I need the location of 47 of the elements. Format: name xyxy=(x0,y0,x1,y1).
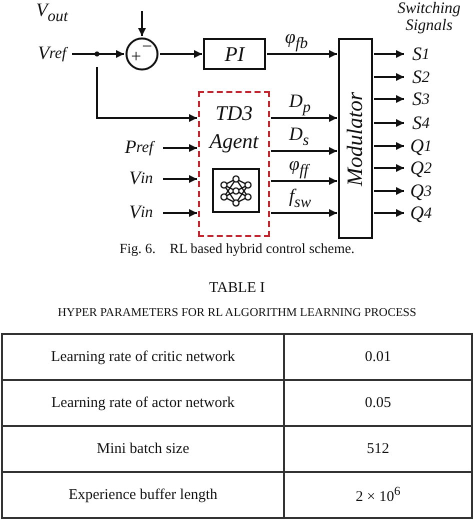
arrow xyxy=(160,50,202,58)
arrow xyxy=(163,175,197,183)
summing-junction xyxy=(125,37,159,71)
arrow xyxy=(138,11,146,36)
arrow xyxy=(374,50,404,58)
arrow xyxy=(374,142,404,150)
arrow xyxy=(96,67,197,122)
arrow xyxy=(72,50,124,58)
table-cell: Learning rate of actor network xyxy=(2,380,284,426)
figure-caption: Fig. 6. RL based hybrid control scheme. xyxy=(118,242,356,258)
modulator-box xyxy=(338,38,373,239)
plus-sign: + xyxy=(131,46,142,67)
arrow xyxy=(374,119,404,127)
arrow xyxy=(163,209,197,217)
arrow xyxy=(163,144,197,152)
arrow xyxy=(374,95,404,103)
edge-label: φ$_{fb}$ xyxy=(285,27,308,53)
table-cell: 0.01 xyxy=(284,334,472,380)
arrow xyxy=(374,187,404,195)
arrow xyxy=(374,164,404,172)
modulator-label: Modulator xyxy=(342,91,368,186)
arrow xyxy=(271,209,337,217)
minus-sign: − xyxy=(142,36,152,57)
arrow xyxy=(271,177,337,185)
arrow xyxy=(374,209,404,217)
network-icon-frame xyxy=(212,168,260,213)
agent-box xyxy=(198,91,270,237)
table-title: TABLE I xyxy=(208,280,266,297)
edge-label: φ$_{ff}$ xyxy=(289,154,308,180)
agent-title: TD3 Agent xyxy=(207,100,260,155)
edge-label: D$_{s}$ xyxy=(289,124,309,150)
table-cell: Learning rate of critic network xyxy=(2,334,284,380)
output-heading: Switching Signals xyxy=(396,0,462,34)
signal-label: V$_{out}$ xyxy=(36,0,68,26)
table-subtitle: HYPER PARAMETERS FOR RL ALGORITHM LEARNING PROCESS xyxy=(56,305,418,320)
table-cell: 512 xyxy=(284,426,472,472)
arrow xyxy=(267,50,337,58)
table-cell: Mini batch size xyxy=(2,426,284,472)
arrow xyxy=(271,114,337,122)
controller-box: PI xyxy=(203,38,266,70)
table-cell: 0.05 xyxy=(284,380,472,426)
table-cell: Experience buffer length xyxy=(2,472,284,518)
edge-label: D$_{p}$ xyxy=(289,91,311,117)
arrow xyxy=(374,73,404,81)
arrow xyxy=(271,147,337,155)
table-cell: 2 × 10$^{6}$ xyxy=(284,472,472,518)
edge-label: f$_{sw}$ xyxy=(289,186,311,212)
